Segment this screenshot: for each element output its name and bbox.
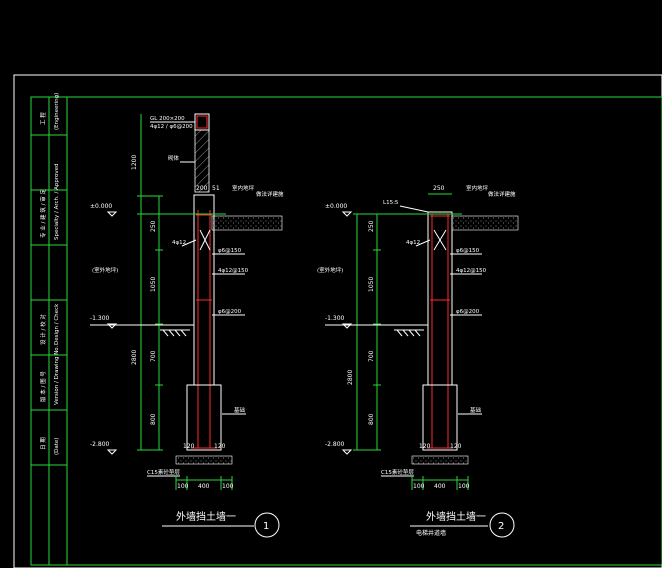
tb-cell-2-bottom: Specialty / Arch. / Approved <box>54 164 60 240</box>
d2-top-label: L15:5 <box>383 200 399 206</box>
d1-rebar-note-2: 4φ12@150 <box>218 268 249 274</box>
detail-1: GL 200×200 4φ12 / φ6@200 砌体 200 51 室内地坪 … <box>90 113 284 538</box>
d1-base-dim-2: 120 <box>214 443 226 450</box>
cap-label-1: GL 200×200 <box>150 116 185 122</box>
d1-dim-800: 800 <box>150 413 157 425</box>
d1-slab <box>211 215 283 231</box>
detail-2: 250 L15:5 室内地坪 做法详建施 φ6@150 4φ12@150 φ6@… <box>317 184 519 538</box>
d1-side-label: (室外地坪) <box>92 266 118 274</box>
d2-slab-label: 室内地坪 <box>466 184 489 192</box>
tb-cell-3-top: 设 计 / 校 对 <box>39 314 47 345</box>
d1-bottom-dim-1: 100 <box>177 483 189 490</box>
d2-dim-2800: 2800 <box>347 370 354 385</box>
d1-level-0: ±0.000 <box>90 203 112 210</box>
d2-bottom-dim-2: 400 <box>434 483 446 490</box>
title-block: 工 程 (Engineering) 专 业 / 建 筑 / 审 定 Specia… <box>31 93 67 565</box>
d2-pad <box>411 455 469 465</box>
masonry-wall <box>194 129 210 193</box>
d2-dim-250: 250 <box>368 220 375 232</box>
d2-level-1: -1.300 <box>325 315 345 322</box>
d2-dim-700: 700 <box>368 350 375 362</box>
d2-slab <box>451 215 519 231</box>
d1-slab-label: 室内地坪 <box>232 184 255 192</box>
d1-number: 1 <box>263 521 269 532</box>
d2-bottom-dim-3: 100 <box>458 483 470 490</box>
d1-level-1: -1.300 <box>90 315 110 322</box>
column-cap-rebar <box>196 115 208 129</box>
d1-ground-hatch <box>160 329 190 337</box>
d1-rebar-note-3: φ6@200 <box>218 309 242 315</box>
d1-slab-note: 做法详建施 <box>256 190 284 198</box>
tb-cell-1-top: 工 程 <box>39 112 47 125</box>
d2-pad-label: C15素砼垫层 <box>381 468 414 476</box>
d2-dim-800: 800 <box>368 413 375 425</box>
d2-number: 2 <box>498 521 504 532</box>
d1-wall <box>193 194 215 386</box>
d2-base-dim-2: 120 <box>450 443 462 450</box>
d2-top-width: 250 <box>433 185 445 192</box>
d2-title: 外墙挡土墙一 <box>426 510 486 523</box>
d1-col-offset: 51 <box>212 185 220 192</box>
d1-dim-2800: 2800 <box>131 350 138 365</box>
d1-col-width: 200 <box>196 185 208 192</box>
masonry-label: 砌体 <box>168 154 180 162</box>
tb-cell-5-bottom: (Date) <box>54 438 60 455</box>
d2-rebar-note-1: φ6@150 <box>456 248 480 254</box>
d1-footing-label: 基础 <box>234 406 246 414</box>
d1-rebar-note-1: φ6@150 <box>218 248 242 254</box>
d1-dim-1050: 1050 <box>150 277 157 292</box>
tb-cell-3-bottom: Design / Check <box>54 303 60 345</box>
d2-base-dim-1: 120 <box>419 443 431 450</box>
d1-level-0-mark <box>106 211 118 217</box>
inner-frame <box>30 96 662 566</box>
d2-subtitle: 电梯井道墙 <box>416 529 446 537</box>
d1-dim-1200: 1200 <box>131 155 138 170</box>
d2-left-bar: 4φ12 <box>406 240 420 246</box>
outer-frame <box>13 74 662 568</box>
tb-cell-5-top: 日 期 <box>40 437 47 450</box>
d2-dim-1050: 1050 <box>368 277 375 292</box>
d2-number-circle <box>489 512 515 538</box>
d1-level-2: -2.800 <box>90 441 110 448</box>
d2-side-label: (室外地坪) <box>317 266 343 274</box>
d1-title: 外墙挡土墙一 <box>176 510 236 523</box>
tb-cell-2-top: 专 业 / 建 筑 / 审 定 <box>39 189 47 238</box>
d1-dim-700: 700 <box>150 350 157 362</box>
d1-bottom-dim-3: 100 <box>222 483 234 490</box>
d2-footing-label: 基础 <box>470 406 482 414</box>
d2-rebar-note-3: φ6@200 <box>456 309 480 315</box>
d2-ground-hatch <box>394 329 424 337</box>
d1-left-bar: 4φ12 <box>172 240 186 246</box>
d2-footing <box>422 384 458 451</box>
tb-cell-1-bottom: (Engineering) <box>54 93 60 130</box>
d2-level-2: -2.800 <box>325 441 345 448</box>
d1-bottom-dim-2: 400 <box>198 483 210 490</box>
cap-label-2: 4φ12 / φ6@200 <box>150 124 193 130</box>
d2-bottom-dim-1: 100 <box>413 483 425 490</box>
d2-slab-note: 做法详建施 <box>488 190 516 198</box>
d1-base-dim-1: 120 <box>183 443 195 450</box>
d1-pad <box>175 455 233 465</box>
tb-cell-4-bottom: Version / Drawing No. <box>54 345 60 405</box>
d1-dim-250: 250 <box>150 220 157 232</box>
d1-footing <box>186 384 222 451</box>
d2-level-0: ±0.000 <box>325 203 347 210</box>
tb-cell-4-top: 版 本 / 图 号 <box>39 371 47 402</box>
d2-rebar-note-2: 4φ12@150 <box>456 268 487 274</box>
d1-number-circle <box>254 512 280 538</box>
d1-pad-label: C15素砼垫层 <box>147 468 180 476</box>
